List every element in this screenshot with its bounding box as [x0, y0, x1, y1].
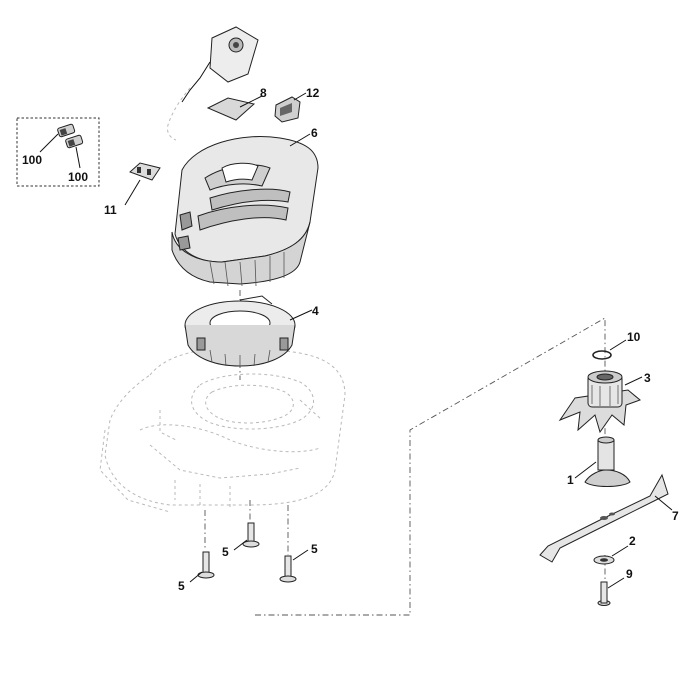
callout-7: 7: [672, 509, 679, 523]
clip-part-11: [129, 162, 161, 181]
switch-box-part: [181, 26, 259, 103]
callout-5-left: 5: [178, 579, 185, 593]
callout-100-lower: 100: [68, 170, 88, 184]
callout-1: 1: [567, 473, 574, 487]
callout-3: 3: [644, 371, 651, 385]
callout-8: 8: [260, 86, 267, 100]
callout-100-upper: 100: [22, 153, 42, 167]
screw-part-9: [597, 581, 611, 606]
bolt-part-5-middle: [242, 522, 260, 548]
fuse-part-upper: [57, 123, 76, 138]
callout-2: 2: [629, 534, 636, 548]
cover-plate-part-8: [206, 97, 256, 121]
callout-12: 12: [306, 86, 320, 100]
fuse-part-lower: [65, 134, 84, 149]
washer-part-2: [593, 555, 615, 565]
mower-deck-outline: [99, 347, 346, 513]
bolt-part-5-right: [279, 555, 297, 583]
callout-6: 6: [311, 126, 318, 140]
callout-11: 11: [104, 203, 117, 217]
callout-5-middle: 5: [222, 545, 229, 559]
fan-part-3: [558, 370, 641, 434]
safety-key-part-12: [274, 96, 301, 123]
callout-4: 4: [312, 304, 319, 318]
callout-10: 10: [627, 330, 641, 344]
parts-kit-box: [16, 117, 100, 187]
motor-mount-part-4: [184, 295, 296, 367]
blade-holder-part-1: [584, 436, 631, 487]
circlip-part-10: [592, 350, 612, 360]
callout-9: 9: [626, 567, 633, 581]
housing-cover-part-6: [171, 136, 319, 287]
blade-part-7: [539, 473, 669, 563]
bolt-part-5-left: [197, 551, 215, 579]
callout-5-right: 5: [311, 542, 318, 556]
